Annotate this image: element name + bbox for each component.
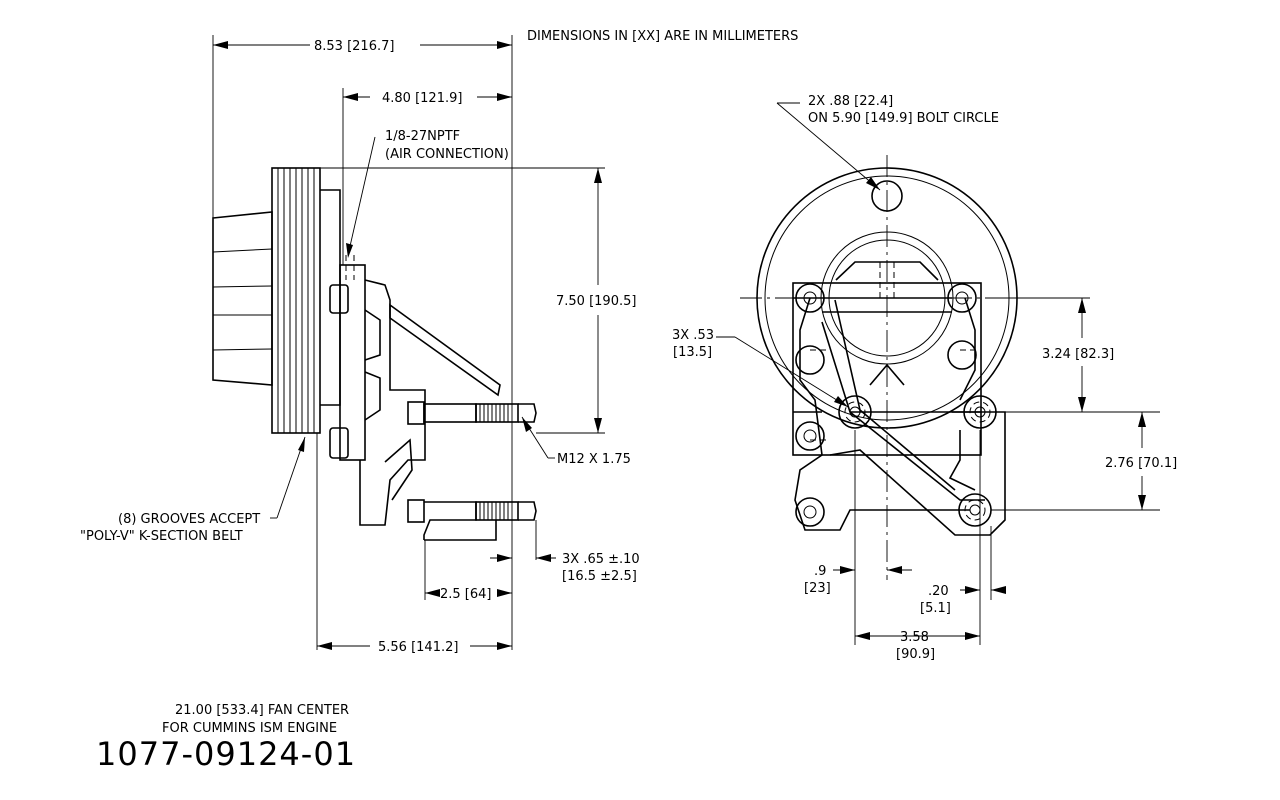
mount-length-label: 4.80 [121.9] bbox=[382, 91, 462, 106]
side-view: 8.53 [216.7] 4.80 [121.9] 1/8-27NPTF (AI… bbox=[80, 35, 640, 655]
dim-height: 7.50 [190.5] bbox=[556, 168, 636, 433]
bolt-hole-top bbox=[871, 180, 903, 212]
dim-stud-length: 3X .65 ±.10 [16.5 ±2.5] bbox=[490, 552, 640, 584]
dim-vertical-upper: 3.24 [82.3] bbox=[1000, 297, 1160, 413]
part-number: 1077-09124-01 bbox=[96, 735, 356, 773]
mount-hole-line1: 3X .53 bbox=[672, 328, 714, 343]
offset-small-line2: [23] bbox=[804, 581, 831, 596]
mount-hole-line2: [13.5] bbox=[673, 345, 712, 360]
dim-mount-length: 4.80 [121.9] bbox=[343, 91, 512, 106]
front-view: 2X .88 [22.4] ON 5.90 [149.9] BOLT CIRCL… bbox=[672, 94, 1177, 662]
mounting-stud-lower bbox=[407, 499, 537, 541]
dim-offset-small: .9 [23] bbox=[804, 430, 912, 645]
grooves-callout: (8) GROOVES ACCEPT "POLY-V" K-SECTION BE… bbox=[80, 436, 306, 544]
stud-length-line2: [16.5 ±2.5] bbox=[562, 569, 637, 584]
stud-length-line1: 3X .65 ±.10 bbox=[562, 552, 640, 567]
dim-hole-spacing: 3.58 [90.9] bbox=[855, 630, 980, 662]
grooves-line1: (8) GROOVES ACCEPT bbox=[118, 512, 260, 527]
thread-callout: M12 X 1.75 bbox=[521, 416, 631, 467]
vertical-lower-label: 2.76 [70.1] bbox=[1105, 456, 1177, 471]
fan-hub bbox=[212, 211, 273, 386]
stud-offset-label: 2.5 [64] bbox=[440, 587, 492, 602]
dim-vertical-lower: 2.76 [70.1] bbox=[991, 412, 1177, 511]
fan-center-note-line1: 21.00 [533.4] FAN CENTER bbox=[175, 703, 349, 718]
bolt-hole-callout: 2X .88 [22.4] ON 5.90 [149.9] BOLT CIRCL… bbox=[776, 94, 999, 191]
hole-spacing-line1: 3.58 bbox=[900, 630, 929, 645]
vertical-upper-label: 3.24 [82.3] bbox=[1042, 347, 1114, 362]
dim-base-length: 5.56 [141.2] bbox=[317, 640, 512, 655]
offset-edge-line2: [5.1] bbox=[920, 601, 951, 616]
air-connection-line1: 1/8-27NPTF bbox=[385, 129, 460, 144]
thread-label: M12 X 1.75 bbox=[557, 452, 631, 467]
dim-offset-edge: .20 [5.1] bbox=[920, 430, 1006, 645]
offset-edge-line1: .20 bbox=[928, 584, 949, 599]
grooves-line2: "POLY-V" K-SECTION BELT bbox=[80, 529, 243, 544]
air-connection-callout: 1/8-27NPTF (AIR CONNECTION) bbox=[346, 129, 509, 258]
base-length-label: 5.56 [141.2] bbox=[378, 640, 458, 655]
units-note: DIMENSIONS IN [XX] ARE IN MILLIMETERS bbox=[527, 29, 798, 44]
mounting-stud-upper bbox=[407, 401, 537, 425]
dim-overall-length: 8.53 [216.7] bbox=[213, 39, 512, 54]
fan-center-note-line2: FOR CUMMINS ISM ENGINE bbox=[162, 721, 337, 736]
hole-spacing-line2: [90.9] bbox=[896, 647, 935, 662]
mount-bracket bbox=[329, 255, 501, 526]
air-connection-line2: (AIR CONNECTION) bbox=[385, 147, 509, 162]
offset-small-line1: .9 bbox=[814, 564, 826, 579]
bolt-hole-line2: ON 5.90 [149.9] BOLT CIRCLE bbox=[808, 111, 999, 126]
overall-length-label: 8.53 [216.7] bbox=[314, 39, 394, 54]
bolt-hole-line1: 2X .88 [22.4] bbox=[808, 94, 893, 109]
height-label: 7.50 [190.5] bbox=[556, 294, 636, 309]
mount-hole-callout: 3X .53 [13.5] bbox=[672, 328, 849, 408]
mount-holes bbox=[795, 283, 997, 527]
dim-stud-offset: 2.5 [64] bbox=[425, 587, 512, 602]
